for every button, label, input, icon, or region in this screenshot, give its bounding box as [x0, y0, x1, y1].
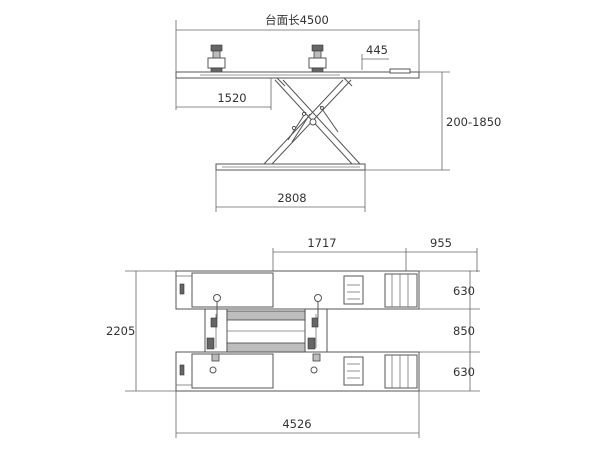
linkage-left [206, 294, 221, 374]
dimension-section-length: 1717 955 [272, 236, 478, 272]
top-view: 1717 955 [106, 236, 480, 438]
platform-deck [175, 68, 420, 87]
section-length-label: 1717 [307, 236, 336, 250]
platform-width-top-label: 630 [453, 284, 475, 298]
dimension-overall-width: 2205 [106, 270, 176, 392]
side-view: 台面长4500 445 [175, 13, 501, 212]
dimension-inner-length: 1520 [175, 78, 272, 110]
dimension-base-length: 2808 [215, 170, 366, 212]
overall-width-label: 2205 [106, 324, 135, 338]
linkage-right [307, 294, 322, 374]
platform-length-label: 台面长4500 [265, 13, 329, 27]
base-frame [215, 163, 366, 171]
ramp-length-label: 955 [430, 236, 452, 250]
inner-length-label: 1520 [217, 91, 246, 105]
dimension-overall-length: 4526 [175, 391, 420, 438]
turntable-right [308, 44, 327, 73]
upper-platform [175, 270, 420, 310]
gap-width-label: 850 [453, 324, 475, 338]
wheel-stop-width-label: 445 [366, 43, 388, 57]
base-length-label: 2808 [277, 191, 306, 205]
overall-length-label: 4526 [282, 417, 311, 431]
height-range-label: 200-1850 [446, 115, 501, 129]
platform-width-bottom-label: 630 [453, 365, 475, 379]
dimension-platform-length: 台面长4500 [175, 13, 420, 72]
dimension-wheel-stop: 445 [361, 43, 389, 70]
lower-platform [175, 351, 420, 392]
turntable-left [207, 44, 226, 73]
scissor-mechanism [263, 79, 361, 165]
dimension-widths: 630 850 630 [419, 270, 480, 392]
dimension-height-range: 200-1850 [365, 71, 501, 171]
